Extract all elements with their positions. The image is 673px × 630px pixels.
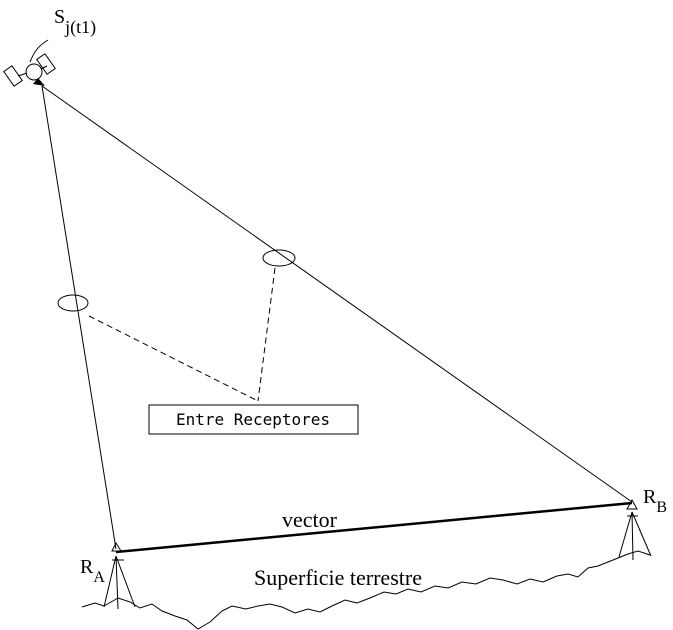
signal-line-b xyxy=(42,86,632,502)
receiver-a-label: RA xyxy=(80,556,105,586)
receiver-b-label: RB xyxy=(643,486,667,516)
receiver-b-tripod-icon xyxy=(619,500,651,560)
ground-label: Superficie terrestre xyxy=(254,565,422,590)
signal-marker-a xyxy=(58,295,88,311)
signal-line-a xyxy=(42,86,116,549)
callout-label: Entre Receptores xyxy=(176,410,330,429)
satellite-icon xyxy=(4,40,56,86)
satellite-antenna-icon xyxy=(33,78,45,86)
leader-line-a xyxy=(89,316,258,401)
satellite-label: Sj(t1) xyxy=(54,6,96,38)
baseline-vector xyxy=(116,503,632,552)
leader-line-b xyxy=(258,268,275,401)
ground-surface xyxy=(82,551,650,629)
baseline-label: vector xyxy=(282,507,338,532)
signal-marker-b xyxy=(263,250,295,266)
